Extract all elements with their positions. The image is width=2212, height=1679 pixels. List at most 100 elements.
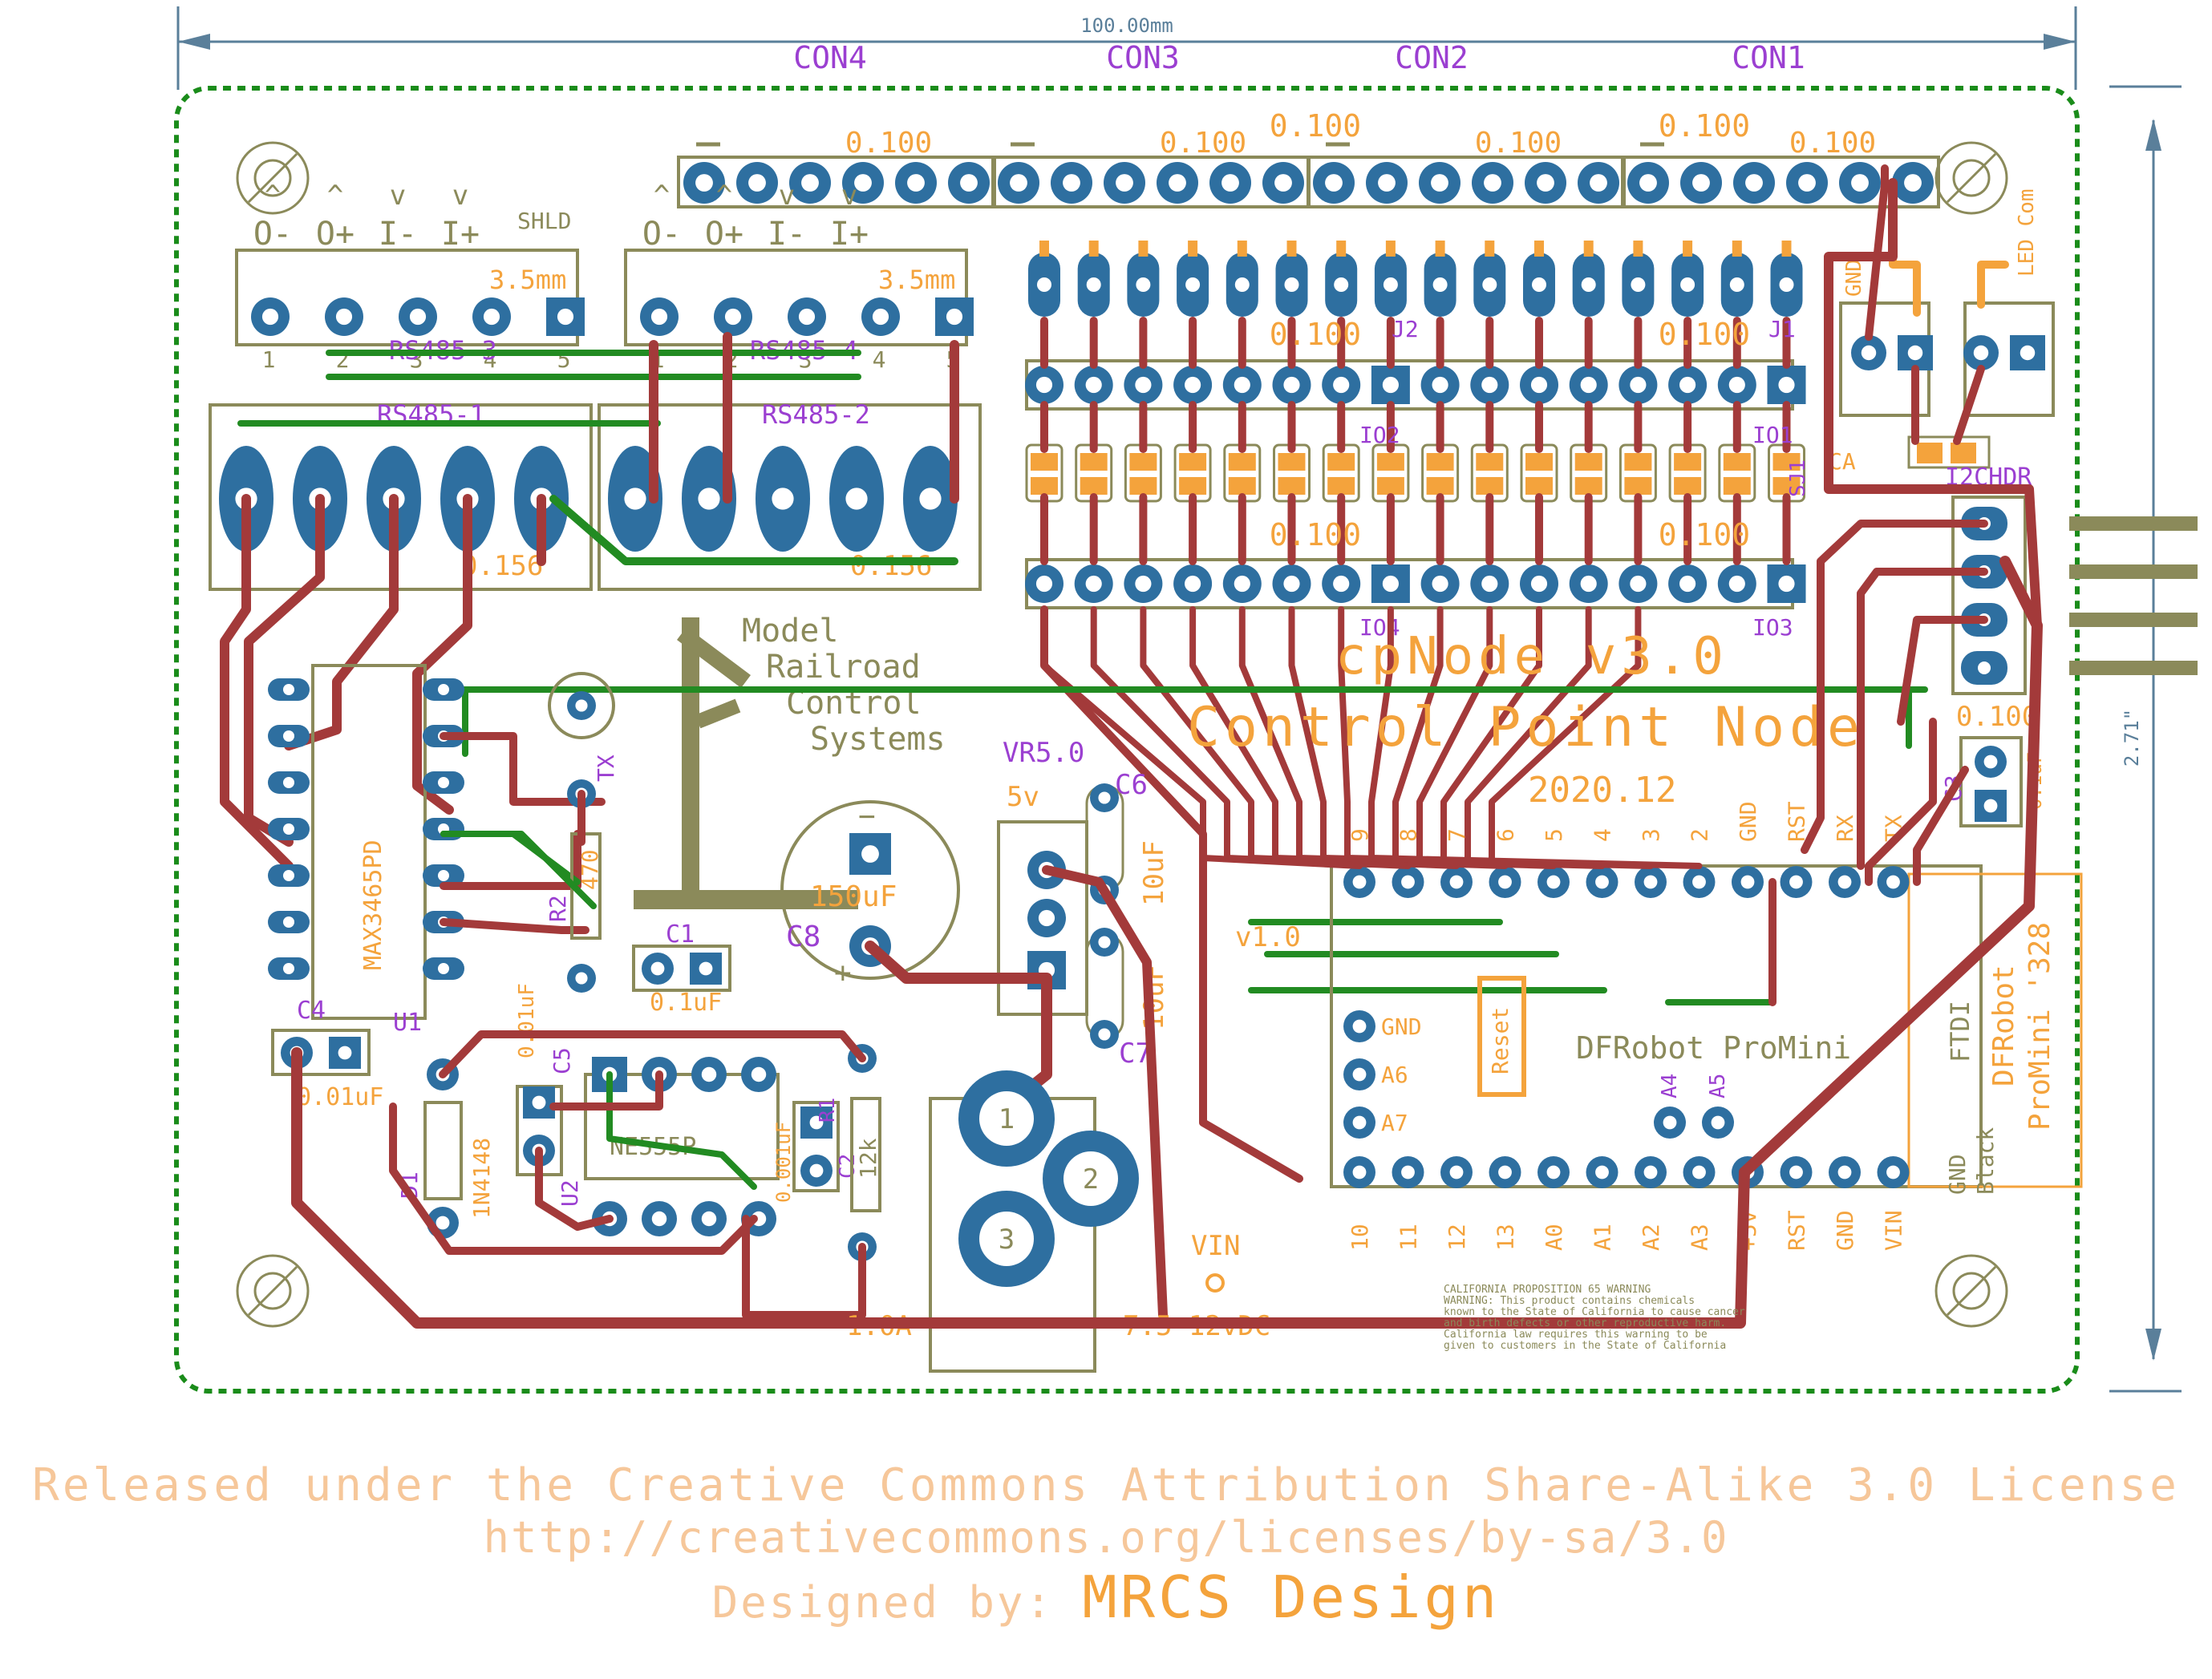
dimension-arrow — [2044, 34, 2076, 50]
pad-drill — [960, 174, 978, 192]
pad-drill — [1037, 277, 1051, 292]
pad-drill — [261, 308, 279, 326]
pad-drill — [1382, 575, 1399, 593]
pad-drill — [575, 972, 588, 985]
solder-mask-stub — [1485, 241, 1495, 257]
mounting-hole — [1934, 1254, 2008, 1328]
pad-drill — [1851, 174, 1869, 192]
solder-mask-stub — [1286, 241, 1297, 257]
pad-drill — [1779, 277, 1794, 292]
shield-label: SHLD — [517, 208, 571, 234]
pad-drill — [1679, 575, 1696, 593]
jumper-pad — [1327, 477, 1355, 495]
u1-trace — [440, 918, 589, 934]
pad-drill — [1086, 277, 1101, 292]
pad-drill — [1983, 755, 1998, 769]
solder-mask-stub — [1435, 241, 1445, 257]
solder-mask-stub — [1781, 241, 1792, 257]
terminal-pin-label: I- — [379, 216, 417, 253]
jumper-pad — [1376, 477, 1404, 495]
connector-label-con2: CON2 — [1395, 40, 1469, 75]
promini-top-pin-label: 2 — [1687, 828, 1713, 842]
led-trace — [1865, 164, 1889, 341]
solder-mask-stub — [1088, 241, 1099, 257]
pad-drill — [409, 308, 427, 326]
terminal-trace — [244, 494, 325, 847]
pad-drill — [1595, 875, 1609, 889]
pad-drill — [436, 1216, 450, 1230]
c6-label: C6 — [1115, 769, 1148, 801]
fanout-trace — [1238, 606, 1302, 861]
fanout-trace — [1368, 606, 1394, 861]
pad-drill — [1352, 1115, 1367, 1130]
vin-label: VIN — [1191, 1230, 1240, 1262]
promini-top-pin-label: 5 — [1541, 828, 1567, 842]
dc-jack-pin-number: 1 — [999, 1103, 1015, 1135]
jumper-pad — [1772, 453, 1801, 471]
prop65-warning-line: California law requires this warning to … — [1444, 1329, 1708, 1341]
pad-drill — [946, 308, 963, 326]
pad-drill — [1904, 174, 1922, 192]
mounting-hole-drill — [1952, 1272, 1991, 1310]
r2-label: R2 — [545, 895, 571, 922]
pad-drill — [1692, 875, 1706, 889]
header-id-io2: IO2 — [1359, 422, 1400, 448]
pad-drill — [1729, 277, 1744, 292]
jumper-pad — [1772, 477, 1801, 495]
designer-credit: Designed by: MRCS Design — [0, 1564, 2212, 1631]
promini-bottom-pin-label: 12 — [1444, 1224, 1470, 1251]
led-com-label: LED Com — [2015, 188, 2039, 277]
pad-drill — [1035, 575, 1053, 593]
pad-drill — [1789, 1165, 1803, 1179]
fanout-trace — [1140, 606, 1254, 861]
promini-top-pin-label: 3 — [1638, 828, 1664, 842]
led-trace — [1953, 365, 1985, 445]
promini-bottom-pin-label: 13 — [1493, 1224, 1519, 1251]
pad-drill — [1449, 1165, 1464, 1179]
pad-drill — [1185, 277, 1201, 292]
jumper-pad — [1624, 453, 1652, 471]
product-subtitle: Control Point Node — [1187, 696, 1865, 759]
pad-drill — [1325, 174, 1343, 192]
terminal-pin-label: I- — [768, 216, 806, 253]
mounting-hole-mark — [1946, 1265, 1997, 1317]
pad-drill — [1581, 277, 1596, 292]
pad-drill — [1135, 575, 1152, 593]
pad-drill — [979, 1091, 1034, 1146]
logo-signal-base — [634, 890, 858, 909]
promini-top-pin-label: 4 — [1590, 828, 1616, 842]
logo-text-model: Model — [742, 613, 838, 649]
pad-drill — [1537, 174, 1554, 192]
header-pitch-label: 0.100 — [1956, 701, 2038, 733]
license-line: Released under the Creative Commons Attr… — [32, 1459, 2180, 1511]
pad-drill — [1234, 376, 1250, 394]
promini-bottom-pin-label: 11 — [1396, 1224, 1422, 1251]
header-pitch-label: 0.100 — [1270, 517, 1361, 552]
pad-drill — [438, 870, 449, 881]
c4-value: 0.01uF — [297, 1083, 383, 1111]
rs485-terminal-left-large-outline — [209, 403, 593, 591]
pad-drill — [283, 870, 294, 881]
logo-signal-arm — [677, 627, 751, 688]
pad-drill — [1740, 875, 1755, 889]
logo-text-railroad: Railroad — [766, 649, 921, 686]
pad-drill — [1010, 174, 1027, 192]
pad-drill — [798, 308, 816, 326]
u2-outline — [584, 1073, 780, 1180]
jumper-pad — [1574, 453, 1602, 471]
jumper-pad — [1723, 453, 1751, 471]
pad-drill — [701, 1211, 717, 1227]
license-url[interactable]: http://creativecommons.org/licenses/by-s… — [483, 1512, 1729, 1563]
solder-mask-stub — [1534, 241, 1544, 257]
v10-label: v1.0 — [1235, 921, 1301, 953]
product-name: cpNode v3.0 — [1335, 627, 1728, 686]
pad-drill — [1595, 1165, 1609, 1179]
header-pitch-label: 0.100 — [845, 127, 932, 160]
tx-led-outline — [548, 672, 615, 739]
r1-outline — [850, 1097, 881, 1212]
promini-bottom-pin-label: RST — [1784, 1210, 1810, 1251]
mounting-hole — [1934, 141, 2008, 215]
pad-drill — [861, 845, 879, 863]
fanout-trace — [1189, 606, 1278, 861]
bottom-trace — [549, 495, 958, 565]
